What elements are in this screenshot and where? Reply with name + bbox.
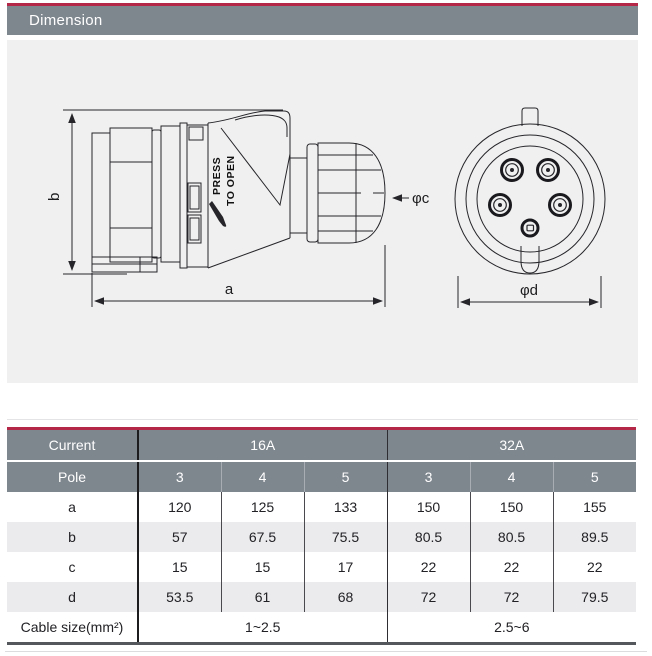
press-to-open-label-line2: TO OPEN bbox=[225, 155, 237, 206]
table-cell: 89.5 bbox=[552, 522, 637, 552]
dim-c-label: φc bbox=[412, 190, 430, 207]
latch-lever bbox=[209, 201, 227, 227]
pole-cell: 3 bbox=[386, 461, 471, 492]
pole-cell: 5 bbox=[552, 461, 637, 492]
table-cell: 150 bbox=[469, 492, 554, 522]
table-cell: 53.5 bbox=[137, 582, 221, 612]
table-row-current: Current 16A 32A bbox=[7, 428, 637, 462]
current-header-cell: Current bbox=[7, 428, 138, 462]
table-row-a: a 120 125 133 150 150 155 bbox=[7, 492, 637, 522]
pin-mid-right bbox=[548, 193, 572, 217]
dimension-c: φc bbox=[392, 190, 430, 207]
page-bottom-hairline bbox=[5, 651, 647, 652]
table-row-pole: Pole 3 4 5 3 4 5 bbox=[7, 461, 637, 492]
pole-cell: 4 bbox=[220, 461, 304, 492]
top-accent-rule bbox=[7, 3, 638, 6]
pole-header-cell: Pole bbox=[7, 461, 138, 492]
plug-front-view bbox=[454, 107, 606, 275]
dimension-d: φd bbox=[457, 276, 602, 308]
table-cell: 80.5 bbox=[469, 522, 554, 552]
pin-top-left bbox=[500, 158, 524, 182]
cable-size-32a-cell: 2.5~6 bbox=[386, 612, 637, 644]
table-cell: 133 bbox=[303, 492, 388, 522]
table-cell: 80.5 bbox=[386, 522, 471, 552]
row-label-cell: a bbox=[68, 499, 76, 515]
dimension-b: b bbox=[46, 109, 283, 275]
table-cell: 75.5 bbox=[303, 522, 388, 552]
table-cell: 67.5 bbox=[220, 522, 304, 552]
dim-b-label: b bbox=[46, 193, 63, 201]
section-title: Dimension bbox=[29, 12, 103, 29]
dimension-drawing: PRESS TO OPEN bbox=[46, 107, 606, 308]
cable-size-label-cell: Cable size(mm²) bbox=[20, 619, 124, 635]
panel-bottom-hairline bbox=[7, 419, 638, 420]
cable-gland bbox=[306, 142, 386, 244]
row-label-cell: b bbox=[7, 522, 138, 552]
pin-bottom-center bbox=[520, 218, 540, 238]
row-label-cell: c bbox=[68, 559, 76, 575]
table-cell: 72 bbox=[386, 582, 471, 612]
dim-a-label: a bbox=[225, 281, 234, 298]
spec-table-wrap: Current 16A 32A Pole 3 4 5 3 4 5 a 120 1… bbox=[7, 427, 637, 645]
dimension-drawing-panel: PRESS TO OPEN bbox=[7, 40, 638, 383]
table-cell: 57 bbox=[137, 522, 221, 552]
group-16a-cell: 16A bbox=[136, 428, 388, 462]
group-32a-cell: 32A bbox=[386, 428, 637, 462]
table-cell: 61 bbox=[220, 582, 304, 612]
table-cell: 120 bbox=[137, 492, 221, 522]
table-cell: 125 bbox=[220, 492, 304, 522]
plug-side-view: PRESS TO OPEN bbox=[91, 110, 386, 273]
table-row-d: d 53.5 61 68 72 72 79.5 bbox=[7, 582, 637, 612]
table-cell: 79.5 bbox=[552, 582, 637, 612]
pin-mid-left bbox=[488, 193, 512, 217]
press-to-open-label-line1: PRESS bbox=[211, 157, 223, 195]
table-cell: 22 bbox=[386, 552, 471, 582]
table-cell: 17 bbox=[303, 552, 388, 582]
table-cell: 22 bbox=[469, 552, 554, 582]
table-cell: 150 bbox=[386, 492, 471, 522]
table-cell: 72 bbox=[469, 582, 554, 612]
row-label-cell: d bbox=[7, 582, 138, 612]
pin-top-right bbox=[536, 158, 560, 182]
table-cell: 155 bbox=[552, 492, 637, 522]
pole-cell: 5 bbox=[303, 461, 388, 492]
table-cell: 15 bbox=[220, 552, 304, 582]
table-cell: 15 bbox=[137, 552, 221, 582]
table-cell: 68 bbox=[303, 582, 388, 612]
cable-size-16a-cell: 1~2.5 bbox=[136, 612, 388, 644]
table-row-c: c 15 15 17 22 22 22 bbox=[7, 552, 637, 582]
table-cell: 22 bbox=[552, 552, 637, 582]
spec-table: Current 16A 32A Pole 3 4 5 3 4 5 a 120 1… bbox=[7, 427, 637, 645]
table-row-cable-size: Cable size(mm²) 1~2.5 2.5~6 bbox=[7, 612, 637, 644]
dim-d-label: φd bbox=[520, 282, 538, 299]
table-row-b: b 57 67.5 75.5 80.5 80.5 89.5 bbox=[7, 522, 637, 552]
pole-cell: 4 bbox=[469, 461, 554, 492]
section-header-bar: Dimension bbox=[7, 6, 638, 35]
pole-cell: 3 bbox=[137, 461, 221, 492]
dimension-a: a bbox=[91, 245, 386, 307]
